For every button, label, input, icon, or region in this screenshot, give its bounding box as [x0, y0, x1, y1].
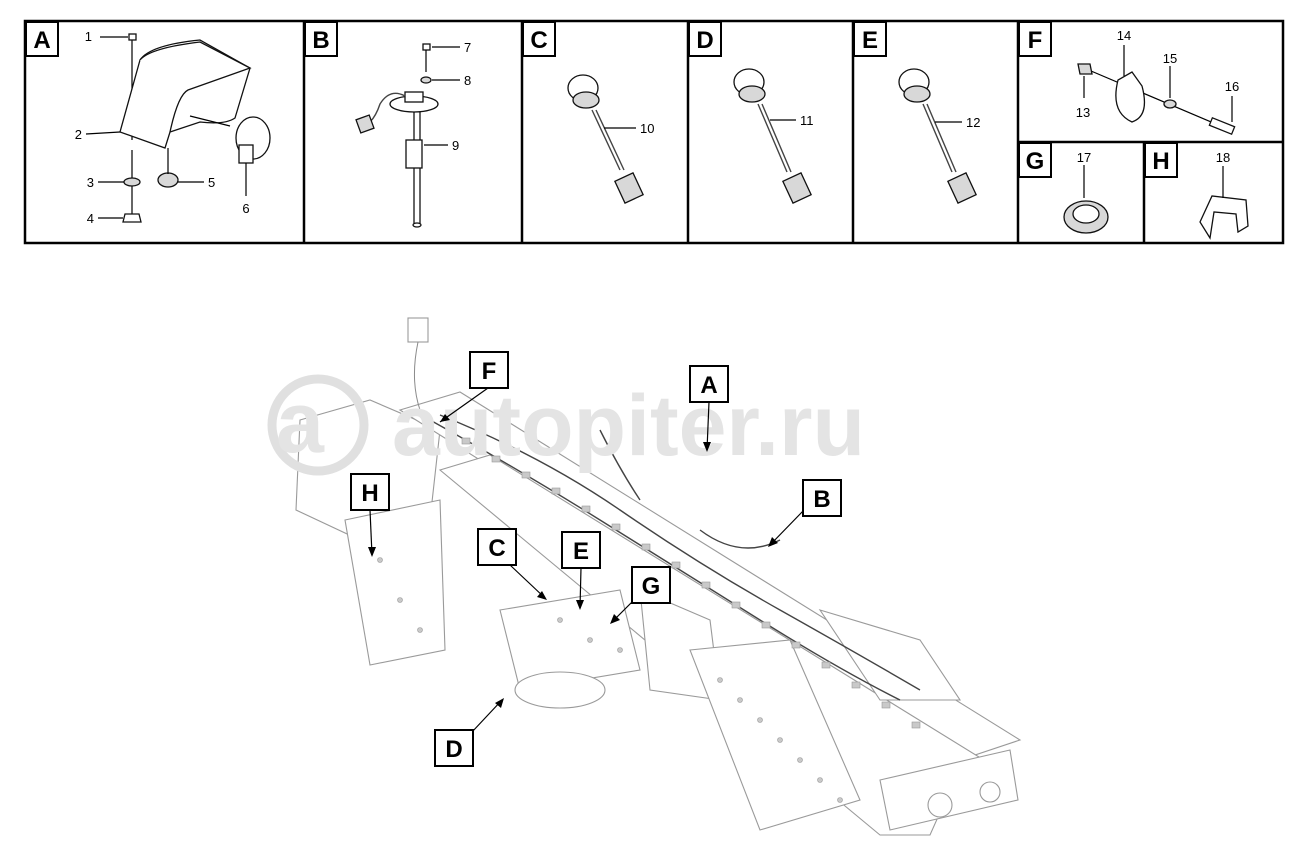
panel-a-drawing: 1 2 3 4 5 6 [75, 29, 271, 226]
callout-label: A [700, 372, 717, 399]
callout-label: F [482, 358, 497, 385]
callout-f: F [439, 351, 509, 423]
callout-label: D [445, 736, 462, 763]
part-number-4: 4 [87, 211, 94, 226]
panel-label-a: A [25, 21, 59, 57]
part-number-5: 5 [208, 175, 215, 190]
part-number-8: 8 [464, 73, 471, 88]
callout-label: G [642, 573, 661, 600]
table-border [23, 19, 1285, 245]
panel-label-text: C [530, 27, 547, 54]
panel-label-b: B [304, 21, 338, 57]
part-number-15: 15 [1163, 51, 1177, 66]
panel-e-drawing: 12 [898, 68, 980, 204]
panel-label-text: D [696, 27, 713, 54]
panel-label-e: E [853, 21, 887, 57]
part-number-12: 12 [966, 115, 980, 130]
part-number-2: 2 [75, 127, 82, 142]
watermark-text: autopiter.ru [392, 378, 865, 474]
panel-label-text: G [1026, 148, 1045, 175]
callout-label: H [361, 480, 378, 507]
panel-label-text: E [862, 27, 878, 54]
callout-b: B [768, 479, 842, 547]
panel-label-d: D [688, 21, 722, 57]
part-number-7: 7 [464, 40, 471, 55]
part-number-6: 6 [242, 201, 249, 216]
harness-clamps [461, 437, 921, 729]
panel-b-drawing: 7 8 9 [355, 40, 471, 228]
callout-c: C [477, 528, 547, 600]
callout-e: E [561, 531, 601, 610]
part-number-13: 13 [1076, 105, 1090, 120]
part-number-17: 17 [1077, 150, 1091, 165]
panel-label-text: F [1028, 27, 1043, 54]
part-number-1: 1 [85, 29, 92, 44]
panel-h-drawing: 18 [1199, 150, 1249, 240]
watermark: a autopiter.ru [267, 374, 865, 476]
callout-a: A [689, 365, 729, 452]
part-number-11: 11 [800, 113, 814, 128]
panel-label-c: C [522, 21, 556, 57]
part-number-3: 3 [87, 175, 94, 190]
frame-holes [377, 557, 843, 803]
callout-label: C [488, 535, 505, 562]
panel-label-g: G [1018, 142, 1052, 178]
watermark-logo-letter-icon: a [276, 375, 325, 471]
part-number-14: 14 [1117, 28, 1131, 43]
panel-label-f: F [1018, 21, 1052, 57]
callout-g: G [610, 566, 671, 624]
parts-table: A B C D E F G H [23, 19, 1285, 245]
panel-f-drawing: 13 14 15 16 [1076, 28, 1239, 136]
panel-label-text: B [312, 27, 329, 54]
panel-label-text: H [1152, 148, 1169, 175]
part-number-16: 16 [1225, 79, 1239, 94]
panel-c-drawing: 10 [567, 74, 654, 204]
panel-g-drawing: 17 [1063, 150, 1109, 234]
watermark-logo-icon [267, 374, 369, 476]
callout-label: E [573, 538, 589, 565]
panel-d-drawing: 11 [733, 68, 814, 204]
panel-label-h: H [1144, 142, 1178, 178]
panel-label-text: A [33, 27, 50, 54]
callout-d: D [434, 698, 504, 767]
callout-h: H [350, 473, 390, 557]
part-number-10: 10 [640, 121, 654, 136]
part-number-18: 18 [1216, 150, 1230, 165]
callout-label: B [813, 486, 830, 513]
part-number-9: 9 [452, 138, 459, 153]
